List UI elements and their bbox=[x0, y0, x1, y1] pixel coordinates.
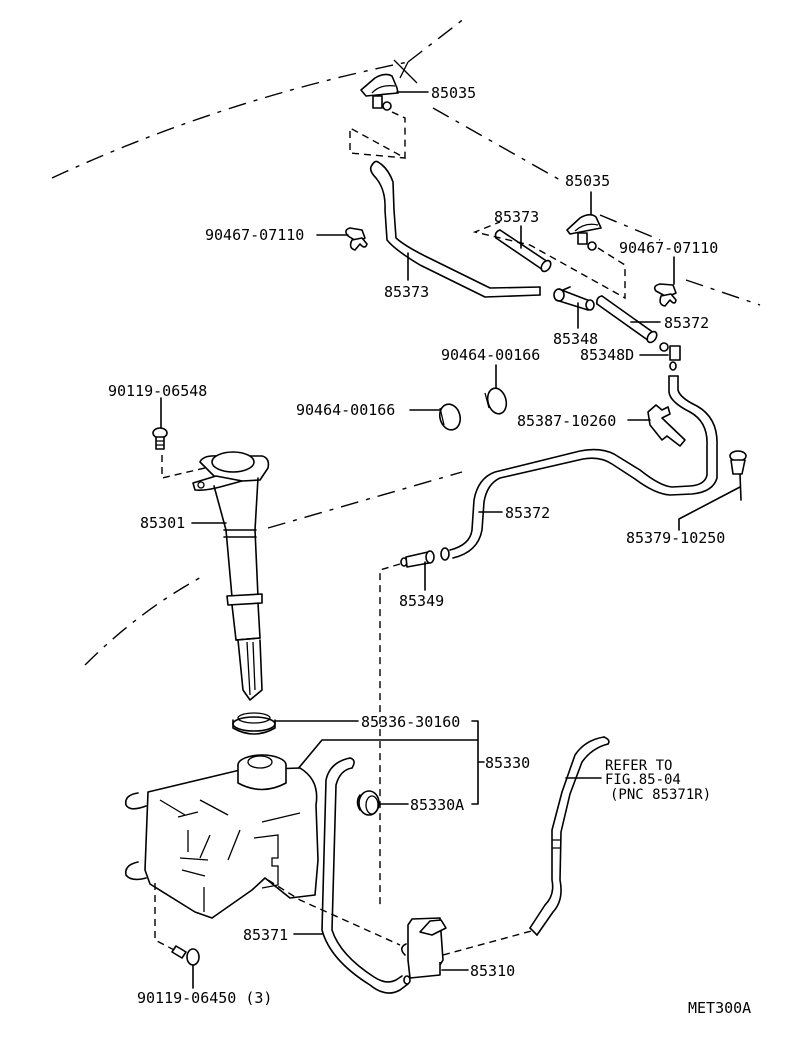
leader-grommet bbox=[678, 486, 741, 531]
hose-clip-right[interactable] bbox=[653, 283, 677, 307]
hose-clamp-upper[interactable] bbox=[484, 386, 509, 416]
assembly-line bbox=[472, 221, 626, 300]
figure-code: MET300A bbox=[688, 999, 751, 1017]
washer-inlet[interactable] bbox=[192, 451, 270, 701]
washer-pump[interactable] bbox=[400, 917, 447, 979]
label-check-valve: 85349 bbox=[399, 592, 444, 610]
label-nozzle-right: 85035 bbox=[565, 172, 610, 190]
label-inlet: 85301 bbox=[140, 514, 185, 532]
label-pump: 85310 bbox=[470, 962, 515, 980]
body-outline bbox=[51, 17, 761, 666]
label-clip-left: 90467-07110 bbox=[205, 226, 304, 244]
inlet-cap[interactable] bbox=[232, 712, 276, 735]
bracket-tank-assy bbox=[296, 720, 485, 805]
bolt-top[interactable] bbox=[152, 427, 168, 450]
reference-note-line3: (PNC 85371R) bbox=[610, 787, 711, 803]
assembly-line bbox=[267, 879, 401, 946]
assembly-line bbox=[154, 883, 179, 953]
hose-joint-d[interactable] bbox=[659, 342, 681, 371]
washer-tank[interactable] bbox=[124, 754, 319, 919]
washer-nozzle-top[interactable] bbox=[360, 73, 399, 111]
hose-85371r-reference[interactable] bbox=[529, 736, 610, 936]
reference-note-line2: FIG.85-04 bbox=[605, 772, 681, 788]
washer-nozzle-right[interactable] bbox=[566, 213, 602, 251]
hose-joint[interactable] bbox=[553, 286, 595, 311]
hose-85372-long[interactable] bbox=[440, 375, 718, 561]
label-grommet: 85379-10250 bbox=[626, 529, 725, 547]
label-hose-85373-mid: 85373 bbox=[494, 208, 539, 226]
hose-bracket[interactable] bbox=[647, 404, 686, 447]
label-bolt-bottom: 90119-06450 (3) bbox=[137, 989, 272, 1007]
label-hose-85371: 85371 bbox=[243, 926, 288, 944]
reference-note-line1: REFER TO bbox=[605, 758, 672, 774]
label-bolt-top: 90119-06548 bbox=[108, 382, 207, 400]
label-clip-right: 90467-07110 bbox=[619, 239, 718, 257]
label-tank: 85330 bbox=[485, 754, 530, 772]
label-hose-85373-left: 85373 bbox=[384, 283, 429, 301]
hose-clip-left[interactable] bbox=[345, 227, 368, 251]
label-hose-85372-long: 85372 bbox=[505, 504, 550, 522]
assembly-line bbox=[349, 111, 406, 160]
label-clamp-left: 90464-00166 bbox=[296, 401, 395, 419]
bolt-bottom[interactable] bbox=[171, 945, 200, 966]
assembly-line bbox=[442, 929, 536, 956]
hose-grommet[interactable] bbox=[729, 450, 747, 501]
label-hose-85372-short: 85372 bbox=[664, 314, 709, 332]
check-valve[interactable] bbox=[400, 550, 435, 568]
assembly-line bbox=[161, 455, 206, 479]
hose-85371[interactable] bbox=[321, 757, 411, 994]
label-bracket: 85387-10260 bbox=[517, 412, 616, 430]
label-tank-grommet: 85330A bbox=[410, 796, 464, 814]
hose-85373-mid[interactable] bbox=[494, 229, 553, 273]
hose-clamp-left[interactable] bbox=[437, 402, 463, 432]
label-joint: 85348 bbox=[553, 330, 598, 348]
label-nozzle-top: 85035 bbox=[431, 84, 476, 102]
hose-85372-short[interactable] bbox=[596, 295, 659, 344]
hose-85373-left[interactable] bbox=[369, 160, 541, 298]
label-cap: 85336-30160 bbox=[361, 713, 460, 731]
label-clamp-upper: 90464-00166 bbox=[441, 346, 540, 364]
tank-grommet[interactable] bbox=[356, 790, 380, 816]
label-joint-d: 85348D bbox=[580, 346, 634, 364]
assembly-line bbox=[379, 563, 401, 905]
